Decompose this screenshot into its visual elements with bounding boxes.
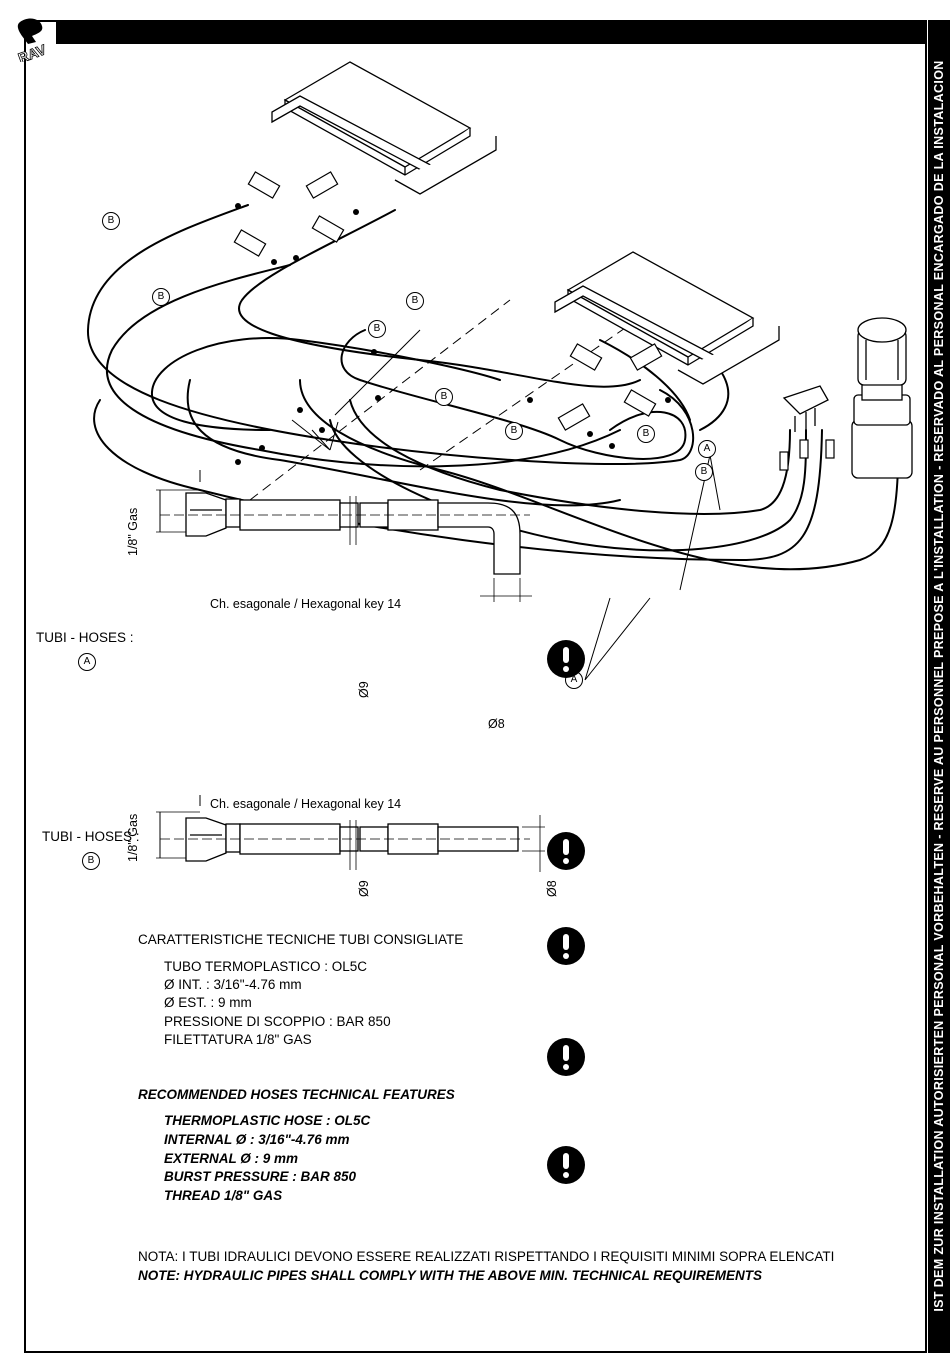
hose-b-key-label: Ch. esagonale / Hexagonal key 14 (210, 797, 402, 811)
specs-it-line: PRESSIONE DI SCOPPIO : BAR 850 (164, 1014, 391, 1029)
exclamation-warning-icon (547, 1038, 585, 1076)
hose-label-b: B (637, 425, 655, 443)
rav-logo: RAV (15, 18, 49, 62)
exclamation-warning-icon (547, 1146, 585, 1184)
hose-b-tag: B (82, 852, 100, 870)
note-en: NOTE: HYDRAULIC PIPES SHALL COMPLY WITH … (138, 1268, 763, 1283)
fittings (233, 171, 835, 471)
specs-en-heading: RECOMMENDED HOSES TECHNICAL FEATURES (138, 1087, 455, 1102)
hose-label-a: A (698, 440, 716, 458)
hose-b-inner-diameter: Ø8 (545, 880, 559, 897)
exclamation-warning-icon (547, 832, 585, 870)
hose-a-outer-diameter: Ø9 (357, 681, 371, 698)
specs-en-line: THREAD 1/8" GAS (164, 1188, 283, 1203)
specs-en-line: THERMOPLASTIC HOSE : OL5C (164, 1113, 371, 1128)
hose-a-key-label: Ch. esagonale / Hexagonal key 14 (210, 597, 402, 611)
hose-a-tag: A (78, 653, 96, 671)
hose-label-b: B (152, 288, 170, 306)
hose-label-b: B (695, 463, 713, 481)
hose-a-title: TUBI - HOSES : (36, 630, 134, 645)
hose-a-drawing (156, 470, 532, 602)
specs-it-line: Ø INT. : 3/16"-4.76 mm (164, 977, 302, 992)
exclamation-warning-icon (547, 927, 585, 965)
hose-b-thread: 1/8" Gas (126, 813, 140, 862)
hose-a-inner-diameter: Ø8 (488, 717, 505, 731)
header-bar (56, 20, 927, 44)
hose-b-title: TUBI - HOSES : (42, 829, 140, 844)
hose-a-thread: 1/8" Gas (126, 507, 140, 556)
hose-b-drawing (156, 795, 545, 872)
specs-en-line: INTERNAL Ø : 3/16"-4.76 mm (164, 1132, 350, 1147)
hose-label-b: B (505, 422, 523, 440)
specs-it-heading: CARATTERISTICHE TECNICHE TUBI CONSIGLIAT… (138, 932, 464, 947)
hose-end-dots (235, 203, 671, 465)
hose-label-b: B (102, 212, 120, 230)
specs-it-line: FILETTATURA 1/8" GAS (164, 1032, 312, 1047)
power-unit (782, 317, 913, 479)
upper-platform (271, 61, 497, 195)
hose-b-outer-diameter: Ø9 (357, 880, 371, 897)
sidebar-band: IST DEM ZUR INSTALLATION AUTORISIERTEN P… (928, 20, 950, 1353)
specs-it-line: Ø EST. : 9 mm (164, 995, 252, 1010)
specs-en-line: EXTERNAL Ø : 9 mm (164, 1151, 299, 1166)
lower-platform (554, 251, 780, 385)
hose-label-b: B (368, 320, 386, 338)
note-it: NOTA: I TUBI IDRAULICI DEVONO ESSERE REA… (138, 1249, 835, 1264)
specs-en-line: BURST PRESSURE : BAR 850 (164, 1169, 357, 1184)
exclamation-warning-icon (547, 640, 585, 678)
hose-label-b: B (435, 388, 453, 406)
hose-label-b: B (406, 292, 424, 310)
specs-it-line: TUBO TERMOPLASTICO : OL5C (164, 959, 368, 974)
